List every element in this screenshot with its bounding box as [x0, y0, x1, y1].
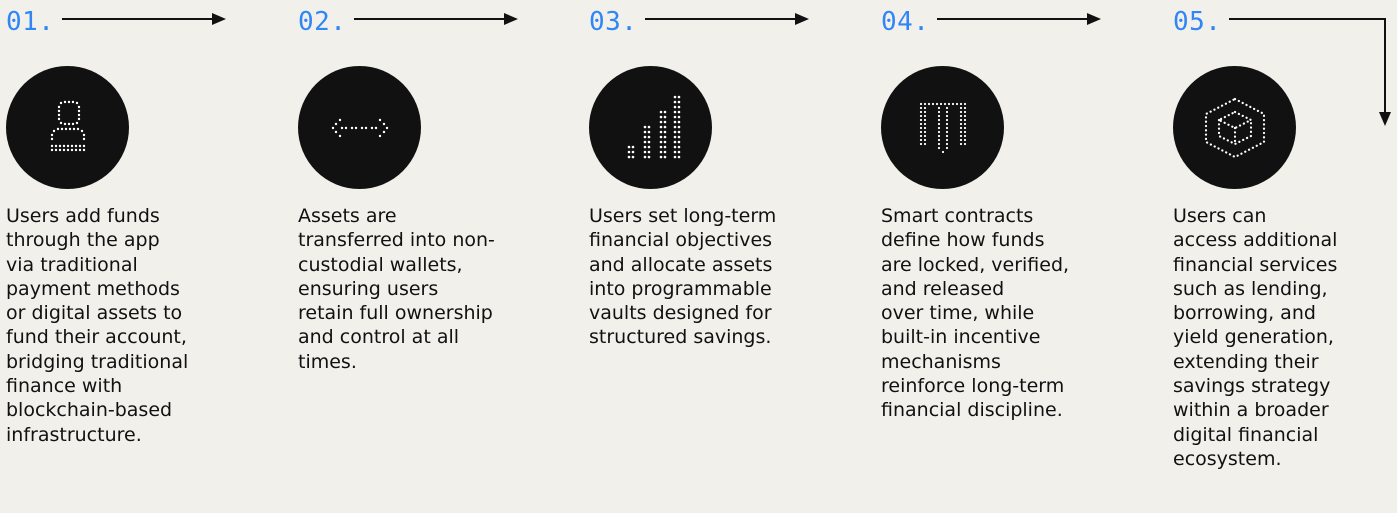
step-number: 04.: [881, 7, 930, 37]
arrow-right-icon: [645, 13, 809, 25]
step-number: 01.: [6, 7, 55, 37]
arrow-right-icon: [354, 13, 518, 25]
step-number: 05.: [1173, 7, 1222, 37]
user-icon: [6, 66, 129, 189]
step-number: 02.: [298, 7, 347, 37]
arrow-right-icon: [937, 13, 1101, 25]
arrow-down-icon: [1229, 18, 1391, 126]
bar-chart-icon: [589, 66, 712, 189]
cube-icon: [1173, 66, 1296, 189]
book-icon: [881, 66, 1004, 189]
step-number: 03.: [589, 7, 638, 37]
transfer-arrows-icon: [298, 66, 421, 189]
arrow-right-icon: [62, 13, 226, 25]
